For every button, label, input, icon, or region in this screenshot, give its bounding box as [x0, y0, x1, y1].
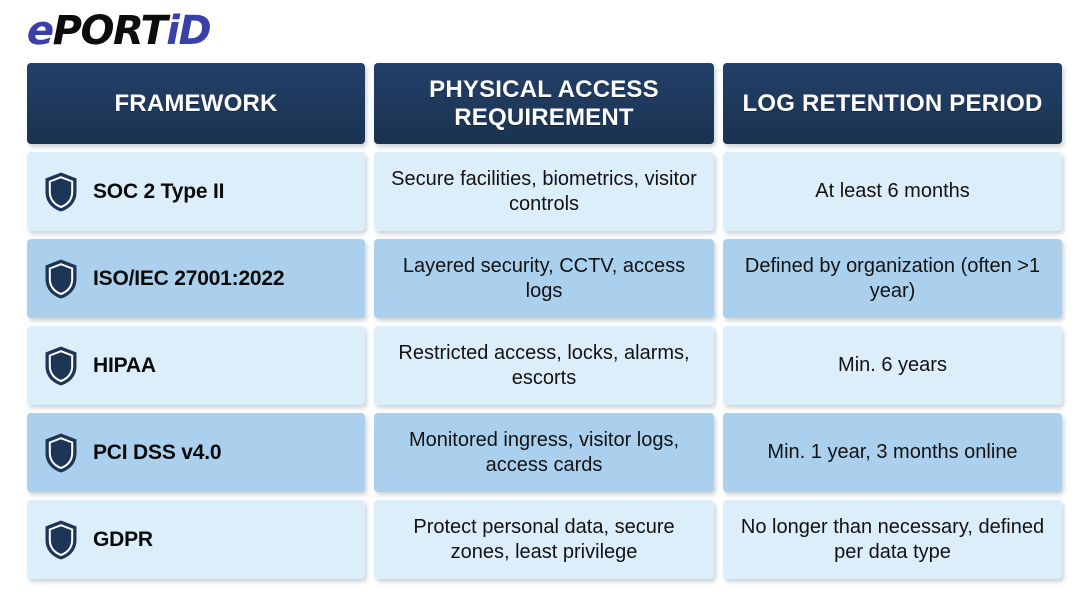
cell-physical-access: Layered security, CCTV, access logs [374, 239, 714, 318]
shield-icon [45, 433, 77, 472]
framework-label: ISO/IEC 27001:2022 [93, 266, 285, 290]
cell-framework: ISO/IEC 27001:2022 [27, 239, 365, 318]
logo-word-id: iD [166, 8, 211, 54]
cell-physical-access: Protect personal data, secure zones, lea… [374, 500, 714, 579]
cell-physical-access: Restricted access, locks, alarms, escort… [374, 326, 714, 405]
logo-wordmark: ePORTiD [26, 8, 211, 54]
table-row: ISO/IEC 27001:2022 Layered security, CCT… [27, 239, 1062, 318]
logo-word-port: PORT [52, 8, 168, 54]
shield-icon [45, 346, 77, 385]
cell-log-retention: Min. 6 years [723, 326, 1062, 405]
shield-icon [45, 520, 77, 559]
framework-label: GDPR [93, 527, 153, 551]
header-log-retention-period: LOG RETENTION PERIOD [723, 63, 1062, 144]
framework-label: PCI DSS v4.0 [93, 440, 222, 464]
compliance-comparison-table: FRAMEWORK PHYSICAL ACCESS REQUIREMENT LO… [27, 63, 1062, 579]
header-physical-access-requirement: PHYSICAL ACCESS REQUIREMENT [374, 63, 714, 144]
cell-log-retention: At least 6 months [723, 152, 1062, 231]
cell-log-retention: No longer than necessary, defined per da… [723, 500, 1062, 579]
logo-letter-e: e [26, 8, 54, 54]
framework-label: SOC 2 Type II [93, 179, 225, 203]
table-row: HIPAA Restricted access, locks, alarms, … [27, 326, 1062, 405]
table-row: SOC 2 Type II Secure facilities, biometr… [27, 152, 1062, 231]
eportid-logo: ePORTiD [26, 8, 211, 54]
cell-physical-access: Secure facilities, biometrics, visitor c… [374, 152, 714, 231]
framework-label: HIPAA [93, 353, 156, 377]
cell-framework: HIPAA [27, 326, 365, 405]
header-framework: FRAMEWORK [27, 63, 365, 144]
table-row: GDPR Protect personal data, secure zones… [27, 500, 1062, 579]
table-header-row: FRAMEWORK PHYSICAL ACCESS REQUIREMENT LO… [27, 63, 1062, 144]
cell-framework: SOC 2 Type II [27, 152, 365, 231]
table-row: PCI DSS v4.0 Monitored ingress, visitor … [27, 413, 1062, 492]
shield-icon [45, 172, 77, 211]
cell-physical-access: Monitored ingress, visitor logs, access … [374, 413, 714, 492]
cell-framework: GDPR [27, 500, 365, 579]
cell-log-retention: Defined by organization (often >1 year) [723, 239, 1062, 318]
shield-icon [45, 259, 77, 298]
cell-log-retention: Min. 1 year, 3 months online [723, 413, 1062, 492]
cell-framework: PCI DSS v4.0 [27, 413, 365, 492]
